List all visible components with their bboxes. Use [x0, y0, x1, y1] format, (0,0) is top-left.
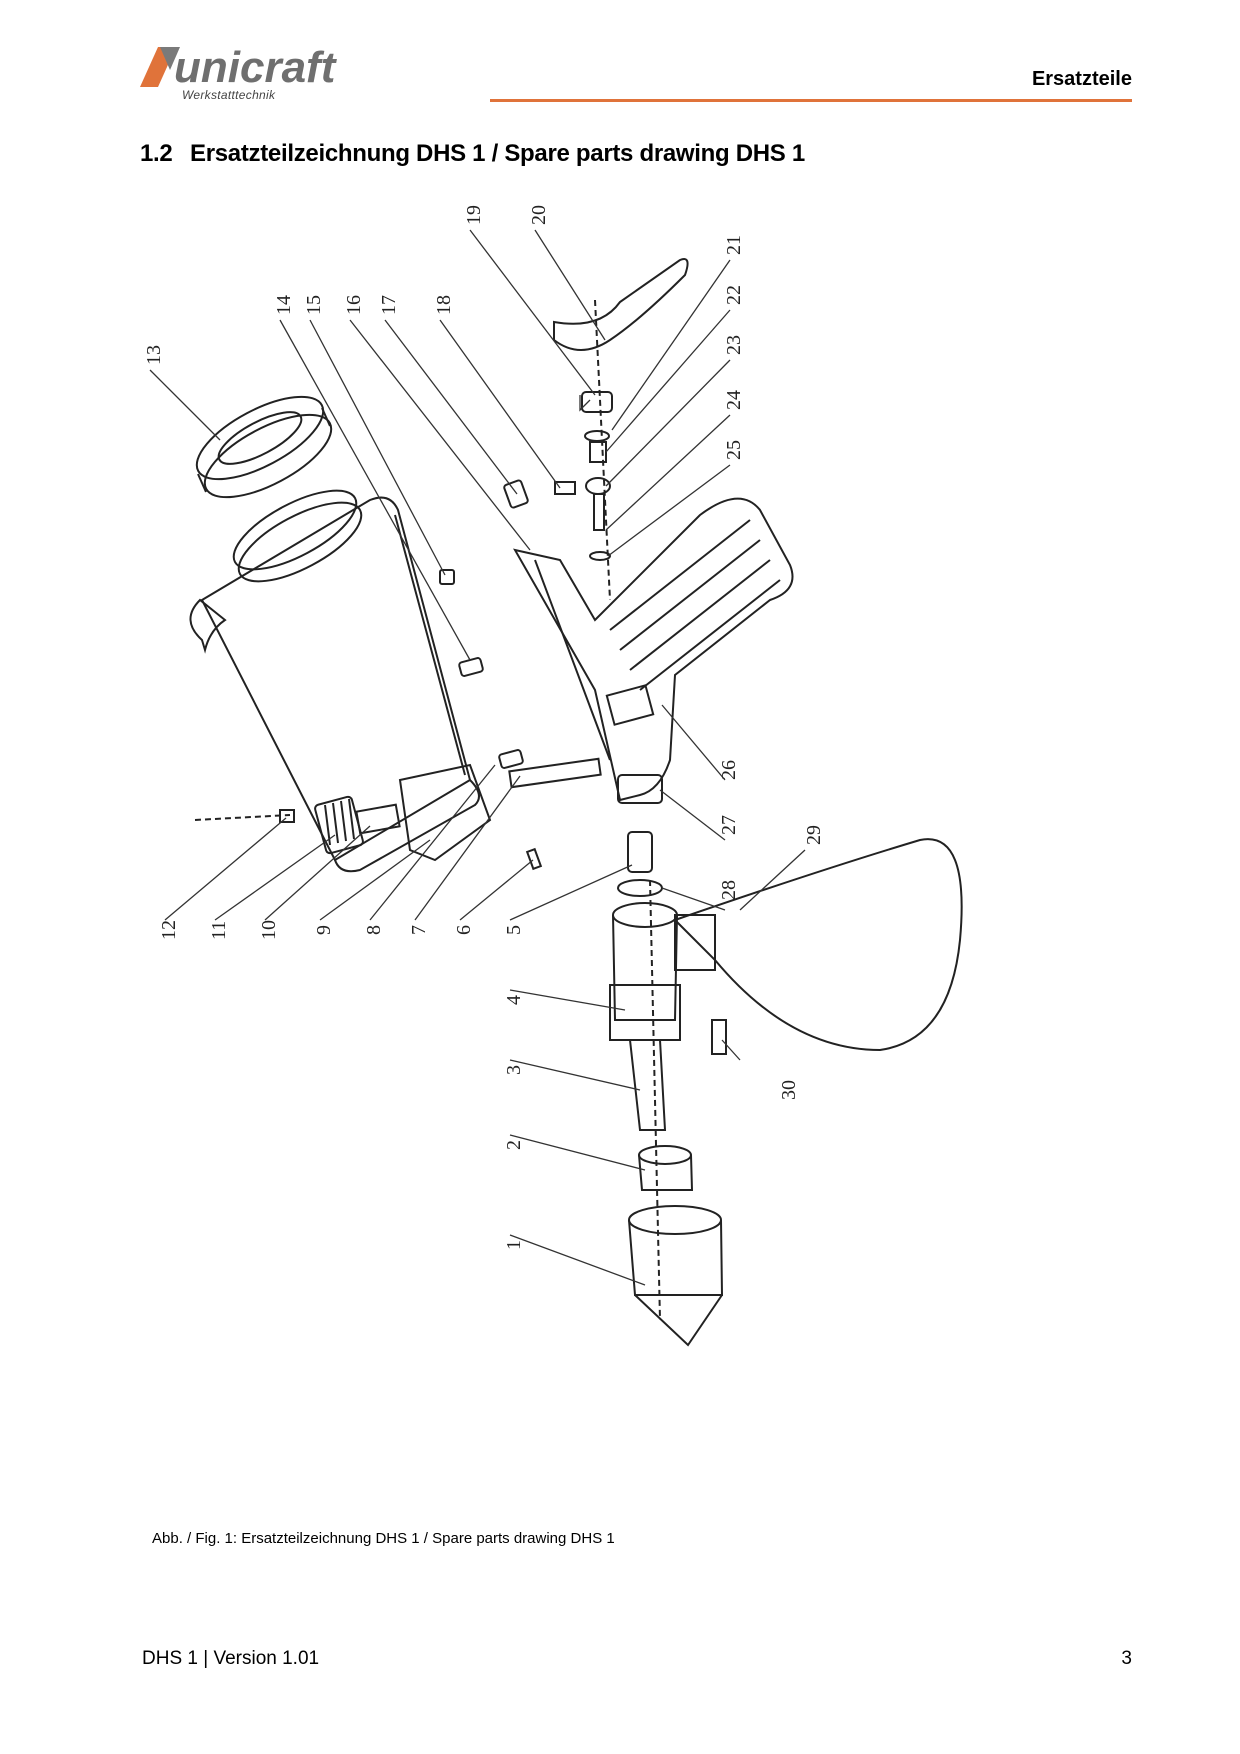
callout-9: 9: [313, 925, 335, 935]
callout-7: 7: [408, 925, 430, 935]
page-title: 1.2 Ersatzteilzeichnung DHS 1 / Spare par…: [140, 140, 805, 168]
part-19-cap: [581, 391, 613, 413]
part-12-screw: [279, 809, 295, 823]
section-label: Ersatzteile: [1031, 68, 1132, 90]
callout-4: 4: [503, 995, 525, 1005]
callout-30: 30: [778, 1080, 800, 1100]
part-22-washer: [584, 430, 610, 442]
callout-2: 2: [503, 1140, 525, 1150]
part-18-screw: [554, 481, 576, 495]
callout-29: 29: [803, 825, 825, 845]
part-13-cap: [195, 395, 333, 499]
callout-26: 26: [718, 760, 740, 780]
callout-17: 17: [378, 295, 400, 315]
callout-14: 14: [273, 295, 295, 315]
spare-parts-drawing: 1 2 3 4 5 6 7 8 9 10 11 12 13 14 15 16 1…: [140, 205, 1100, 1520]
logo-mark-icon: unicraft: [140, 43, 338, 92]
part-9-adapter: [398, 763, 492, 862]
callout-10: 10: [258, 920, 280, 940]
figure-caption: Abb. / Fig. 1: Ersatzteilzeichnung DHS 1…: [152, 1530, 615, 1547]
part-3-nozzle: [628, 1039, 667, 1131]
callout-5: 5: [503, 925, 525, 935]
part-11-knob: [314, 795, 364, 855]
callout-24: 24: [723, 390, 745, 410]
brand-logo: unicraft Werkstatttechnik: [140, 42, 400, 112]
callout-8: 8: [363, 925, 385, 935]
part-15-nut: [439, 569, 455, 585]
part-4-body: [609, 902, 681, 1041]
part-2-ring: [638, 1145, 694, 1191]
callout-21: 21: [723, 235, 745, 255]
callout-1: 1: [503, 1240, 525, 1250]
part-24-stem: [593, 493, 605, 531]
part-28-ring: [617, 879, 663, 897]
part-27-fitting: [617, 774, 663, 804]
callout-25: 25: [723, 440, 745, 460]
exploded-view: 1 2 3 4 5 6 7 8 9 10 11 12 13 14 15 16 1…: [143, 205, 963, 1347]
part-20-trigger: [553, 258, 689, 351]
callout-13: 13: [143, 345, 165, 365]
brand-name: unicraft: [174, 43, 338, 92]
callout-16: 16: [343, 295, 365, 315]
part-29-deflector: [673, 838, 963, 1052]
part-5-tube: [627, 831, 653, 873]
section-number: 1.2: [140, 140, 173, 167]
part-1-nozzle-cap: [628, 1205, 724, 1347]
part-10-valve: [355, 803, 401, 835]
part-7-shaft: [508, 757, 602, 789]
footer-doc-version: DHS 1 | Version 1.01: [142, 1648, 320, 1669]
brand-tagline: Werkstatttechnik: [182, 88, 276, 102]
footer-page-number: 3: [1121, 1648, 1132, 1669]
callout-27: 27: [718, 815, 740, 835]
part-14-plug: [458, 657, 484, 677]
section-title: Ersatzteilzeichnung DHS 1 / Spare parts …: [190, 140, 805, 167]
part-17-spring: [503, 479, 529, 509]
callout-28: 28: [718, 880, 740, 900]
part-8-plug: [498, 749, 524, 769]
callout-15: 15: [303, 295, 325, 315]
part-29-collar: [674, 914, 716, 971]
header-divider: [490, 99, 1132, 102]
part-25-oring: [589, 551, 611, 561]
callout-20: 20: [528, 205, 550, 225]
callout-23: 23: [723, 335, 745, 355]
callout-12: 12: [158, 920, 180, 940]
part-16-gun-body: [513, 497, 794, 804]
callout-6: 6: [453, 925, 475, 935]
part-6-pin: [525, 847, 543, 871]
part-container: [189, 489, 480, 873]
callout-18: 18: [433, 295, 455, 315]
callout-11: 11: [208, 921, 230, 940]
callout-3: 3: [503, 1065, 525, 1075]
part-30-clip: [711, 1019, 727, 1055]
callout-19: 19: [463, 205, 485, 225]
callout-22: 22: [723, 285, 745, 305]
